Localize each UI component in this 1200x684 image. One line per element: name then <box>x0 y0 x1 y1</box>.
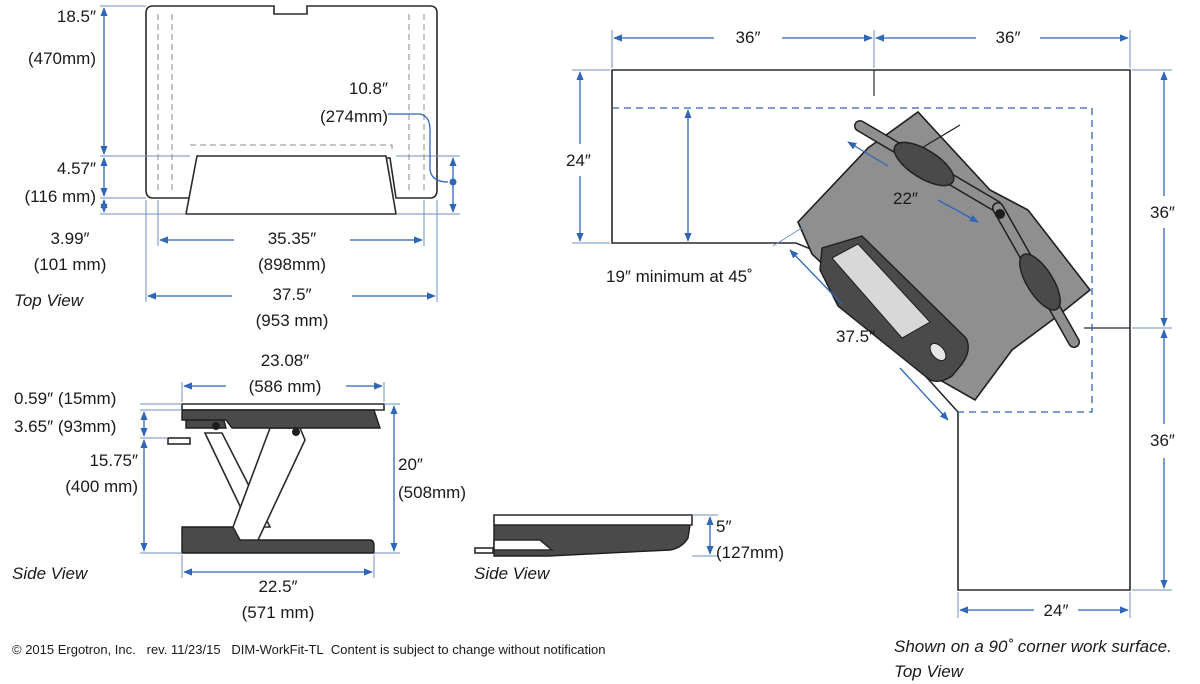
side-view-lowered-label: Side View <box>474 564 550 583</box>
footer-revision: rev. 11/23/15 <box>146 642 221 657</box>
top-view-label: Top View <box>14 291 83 310</box>
tray-inset-inches: 3.99″ <box>50 229 90 248</box>
front-offset-inches: 4.57″ <box>56 159 96 178</box>
height-mm: (508mm) <box>398 483 467 502</box>
lift-inches: 15.75″ <box>89 451 138 470</box>
corner-caption: Shown on a 90˚ corner work surface. <box>894 637 1172 656</box>
corner-dimensions <box>572 30 1172 618</box>
top-view-dimensions <box>100 5 460 302</box>
lift-mm: (400 mm) <box>65 477 138 496</box>
top-depth-inches: 23.08″ <box>260 351 310 370</box>
keyboard-tray-top <box>185 155 397 215</box>
footer-copyright: © 2015 Ergotron, Inc. <box>12 642 136 657</box>
corner-width-right: 36″ <box>995 28 1021 47</box>
lowered-height-inches: 5″ <box>716 517 732 536</box>
overall-width-inches: 37.5″ <box>272 285 312 304</box>
keyboard-height: 3.65″ (93mm) <box>14 417 117 436</box>
top-thickness: 0.59″ (15mm) <box>14 389 117 408</box>
corner-depth-left: 24″ <box>566 151 591 170</box>
corner-width-left: 36″ <box>735 28 761 47</box>
base-depth-inches: 22.5″ <box>258 577 298 596</box>
top-view-drawing <box>145 5 457 215</box>
keyboard-depth-inches: 10.8″ <box>348 79 388 98</box>
tray-inset-mm: (101 mm) <box>33 255 107 274</box>
corner-depth-right-top: 36″ <box>1150 203 1175 222</box>
side-view-lowered-dimensions <box>692 514 718 557</box>
side-view-raised-label: Side View <box>12 564 88 583</box>
depth-mm: (470mm) <box>27 49 96 68</box>
keyboard-depth-mm: (274mm) <box>319 107 388 126</box>
footer-notice: Content is subject to change without not… <box>330 642 606 657</box>
minimum-depth-note: 19″ minimum at 45˚ <box>606 267 753 286</box>
side-view-raised-dimensions <box>140 382 400 578</box>
unit-width: 37.5″ <box>836 327 876 346</box>
footer-doc-id: DIM-WorkFit-TL <box>231 642 324 657</box>
side-view-raised-drawing <box>167 403 385 554</box>
corner-view-label: Top View <box>894 662 963 681</box>
top-depth-mm: (586 mm) <box>248 377 322 396</box>
keyboard-width-mm: (898mm) <box>257 255 326 274</box>
corner-width-bottom: 24″ <box>1043 601 1069 620</box>
lowered-height-mm: (127mm) <box>716 543 785 562</box>
corner-workstation-unit <box>797 110 1092 402</box>
side-view-lowered-drawing <box>474 514 693 557</box>
corner-depth-right-bottom: 36″ <box>1150 431 1175 450</box>
overall-width-mm: (953 mm) <box>255 311 329 330</box>
base-depth-mm: (571 mm) <box>241 603 315 622</box>
monitor-span: 22″ <box>893 189 918 208</box>
footer: © 2015 Ergotron, Inc. rev. 11/23/15 DIM-… <box>12 642 605 657</box>
depth-inches: 18.5″ <box>56 7 96 26</box>
height-inches: 20″ <box>398 455 423 474</box>
keyboard-width-inches: 35.35″ <box>267 229 317 248</box>
front-offset-mm: (116 mm) <box>24 187 96 206</box>
